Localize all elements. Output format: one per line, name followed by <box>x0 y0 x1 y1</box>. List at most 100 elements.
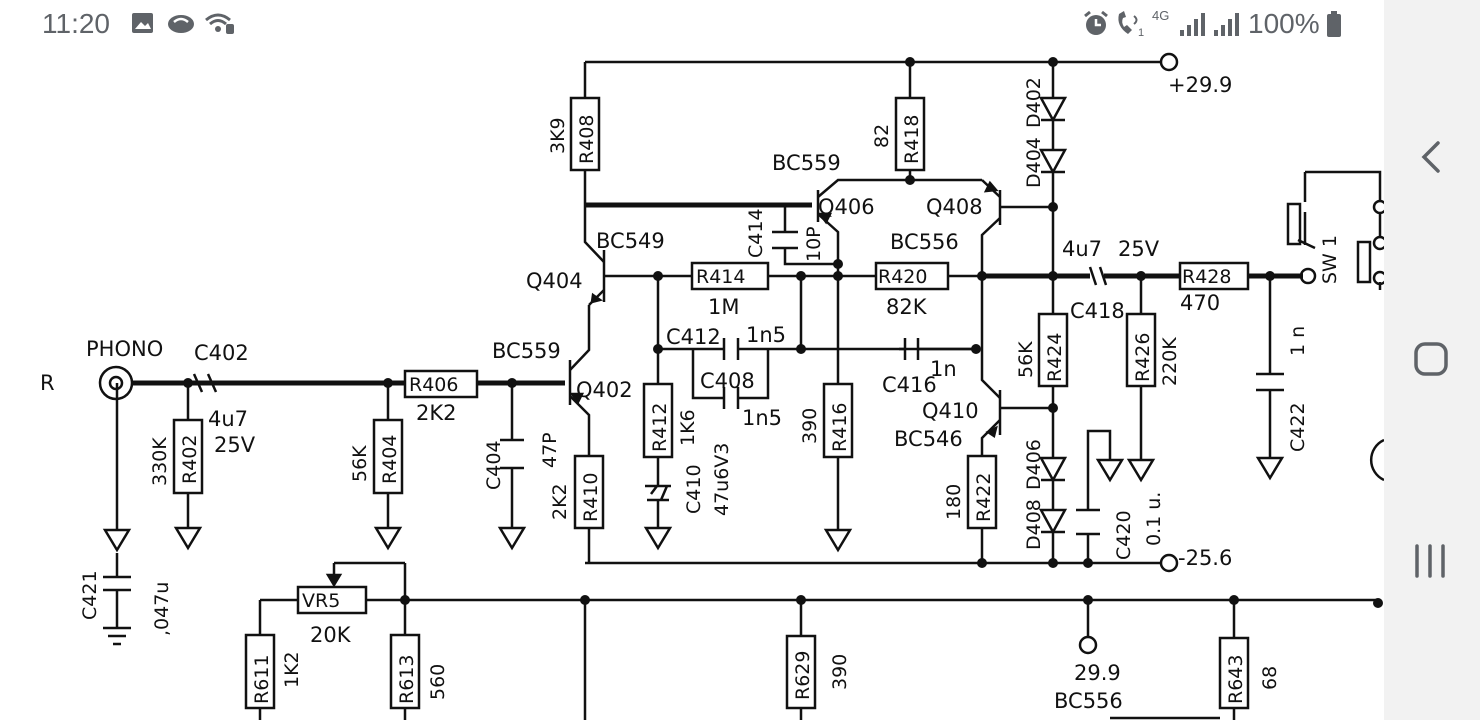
c416-ref: C416 <box>882 373 937 397</box>
c418-ref: C418 <box>1070 299 1125 323</box>
volte-call-icon: 1 <box>1118 11 1144 38</box>
r629-value: 390 <box>829 654 851 690</box>
r410-value: 2K2 <box>549 483 571 520</box>
c408-value: 1n5 <box>742 406 782 430</box>
r416-ref: R416 <box>829 403 851 452</box>
ground-symbols <box>102 456 1285 646</box>
d408-label: D408 <box>1023 499 1045 550</box>
r414-value: 1M <box>708 295 739 319</box>
label-q406: Q406 <box>818 195 875 219</box>
d404-label: D404 <box>1023 137 1045 188</box>
d406-label: D406 <box>1023 439 1045 490</box>
r428-ref: R428 <box>1182 266 1231 288</box>
recents-button[interactable] <box>1384 516 1480 606</box>
svg-text:1: 1 <box>1138 27 1144 38</box>
label-q402-type: BC559 <box>492 339 561 363</box>
r424-value: 56K <box>1015 341 1037 378</box>
r611-ref: R611 <box>251 655 273 704</box>
signal-icon-2 <box>1214 13 1239 36</box>
label-q408: Q408 <box>926 195 983 219</box>
r412-ref: R412 <box>649 403 671 452</box>
vr5-ref: VR5 <box>302 590 340 612</box>
r404-ref: R404 <box>379 435 401 484</box>
home-button[interactable] <box>1384 314 1480 404</box>
c410-value: 47u6V3 <box>711 443 733 516</box>
r414-ref: R414 <box>696 266 745 288</box>
c420-ref: C420 <box>1113 510 1135 560</box>
c414-ref: C414 <box>745 208 767 258</box>
c408-ref: C408 <box>700 369 755 393</box>
c420-value: 0.1 u. <box>1143 492 1165 546</box>
schematic-labels: +29.9 -25.6 29.9 PHONO R SW 1 Q402 BC559… <box>40 73 1341 713</box>
c421-value: ,047u <box>151 582 173 636</box>
r611-value: 1K2 <box>281 651 303 688</box>
r643-ref: R643 <box>1225 655 1247 704</box>
switch-sw1 <box>1286 172 1372 284</box>
c404-ref: C404 <box>483 440 505 490</box>
recents-icon <box>1415 544 1445 578</box>
r629-ref: R629 <box>792 651 814 700</box>
battery-percentage: 100% <box>1248 8 1320 39</box>
label-phono: PHONO <box>86 337 163 361</box>
junctions <box>183 57 1383 608</box>
label-rail-pos: +29.9 <box>1168 73 1232 97</box>
r410-ref: R410 <box>580 473 602 522</box>
c422-value: 1 n <box>1287 326 1309 356</box>
gallery-icon <box>132 13 153 33</box>
c402-voltage: 25V <box>214 433 256 457</box>
c404-value: 47P <box>539 432 561 468</box>
label-q410-type: BC546 <box>894 427 963 451</box>
r402-value: 330K <box>149 437 171 486</box>
label-q402: Q402 <box>576 378 633 402</box>
r412-value: 1K6 <box>677 409 699 446</box>
label-rail-aux: 29.9 <box>1074 661 1121 685</box>
back-button[interactable] <box>1384 112 1480 202</box>
r422-ref: R422 <box>973 473 995 522</box>
r643-value: 68 <box>1259 666 1281 690</box>
vr5-value: 20K <box>310 623 352 647</box>
capacitor-symbols <box>103 230 1284 600</box>
r418-value: 82 <box>871 124 893 148</box>
c402-ref: C402 <box>194 341 249 365</box>
battery-icon <box>1327 11 1341 37</box>
signal-icon <box>1180 13 1205 36</box>
label-q410: Q410 <box>922 399 979 423</box>
home-icon <box>1414 342 1448 376</box>
r408-value: 3K9 <box>547 117 569 154</box>
label-q408-type: BC556 <box>890 230 959 254</box>
wires <box>115 60 1382 720</box>
r613-value: 560 <box>427 664 449 700</box>
transistor-arrows <box>325 180 999 588</box>
r420-value: 82K <box>886 295 928 319</box>
r408-ref: R408 <box>576 115 598 164</box>
r424-ref: R424 <box>1044 333 1066 382</box>
status-time: 11:20 <box>42 8 110 39</box>
terminals <box>98 52 1384 655</box>
label-rail-neg: -25.6 <box>1178 546 1232 570</box>
r420-ref: R420 <box>878 266 927 288</box>
r428-value: 470 <box>1180 291 1220 315</box>
c410-ref: C410 <box>683 464 705 514</box>
r418-ref: R418 <box>901 115 923 164</box>
label-q406-type: BC559 <box>772 151 841 175</box>
r406-ref: R406 <box>409 374 458 396</box>
c412-value: 1n5 <box>746 323 786 347</box>
c402-value: 4u7 <box>208 407 248 431</box>
label-sw1: SW 1 <box>1319 235 1341 284</box>
c418-value: 4u7 <box>1062 237 1102 261</box>
cloud-icon <box>168 15 194 33</box>
label-channel: R <box>40 371 55 395</box>
c421-ref: C421 <box>79 570 101 620</box>
c412-ref: C412 <box>666 325 721 349</box>
r422-value: 180 <box>943 484 965 520</box>
r416-value: 390 <box>799 408 821 444</box>
back-icon <box>1421 141 1440 173</box>
r426-value: 220K <box>1159 337 1181 386</box>
r613-ref: R613 <box>396 655 418 704</box>
r404-value: 56K <box>349 445 371 482</box>
schematic-diagram: +29.9 -25.6 29.9 PHONO R SW 1 Q402 BC559… <box>40 52 1384 720</box>
alarm-icon <box>1084 10 1108 35</box>
c422-ref: C422 <box>1287 402 1309 452</box>
label-q404: Q404 <box>526 269 583 293</box>
c418-voltage: 25V <box>1118 237 1160 261</box>
